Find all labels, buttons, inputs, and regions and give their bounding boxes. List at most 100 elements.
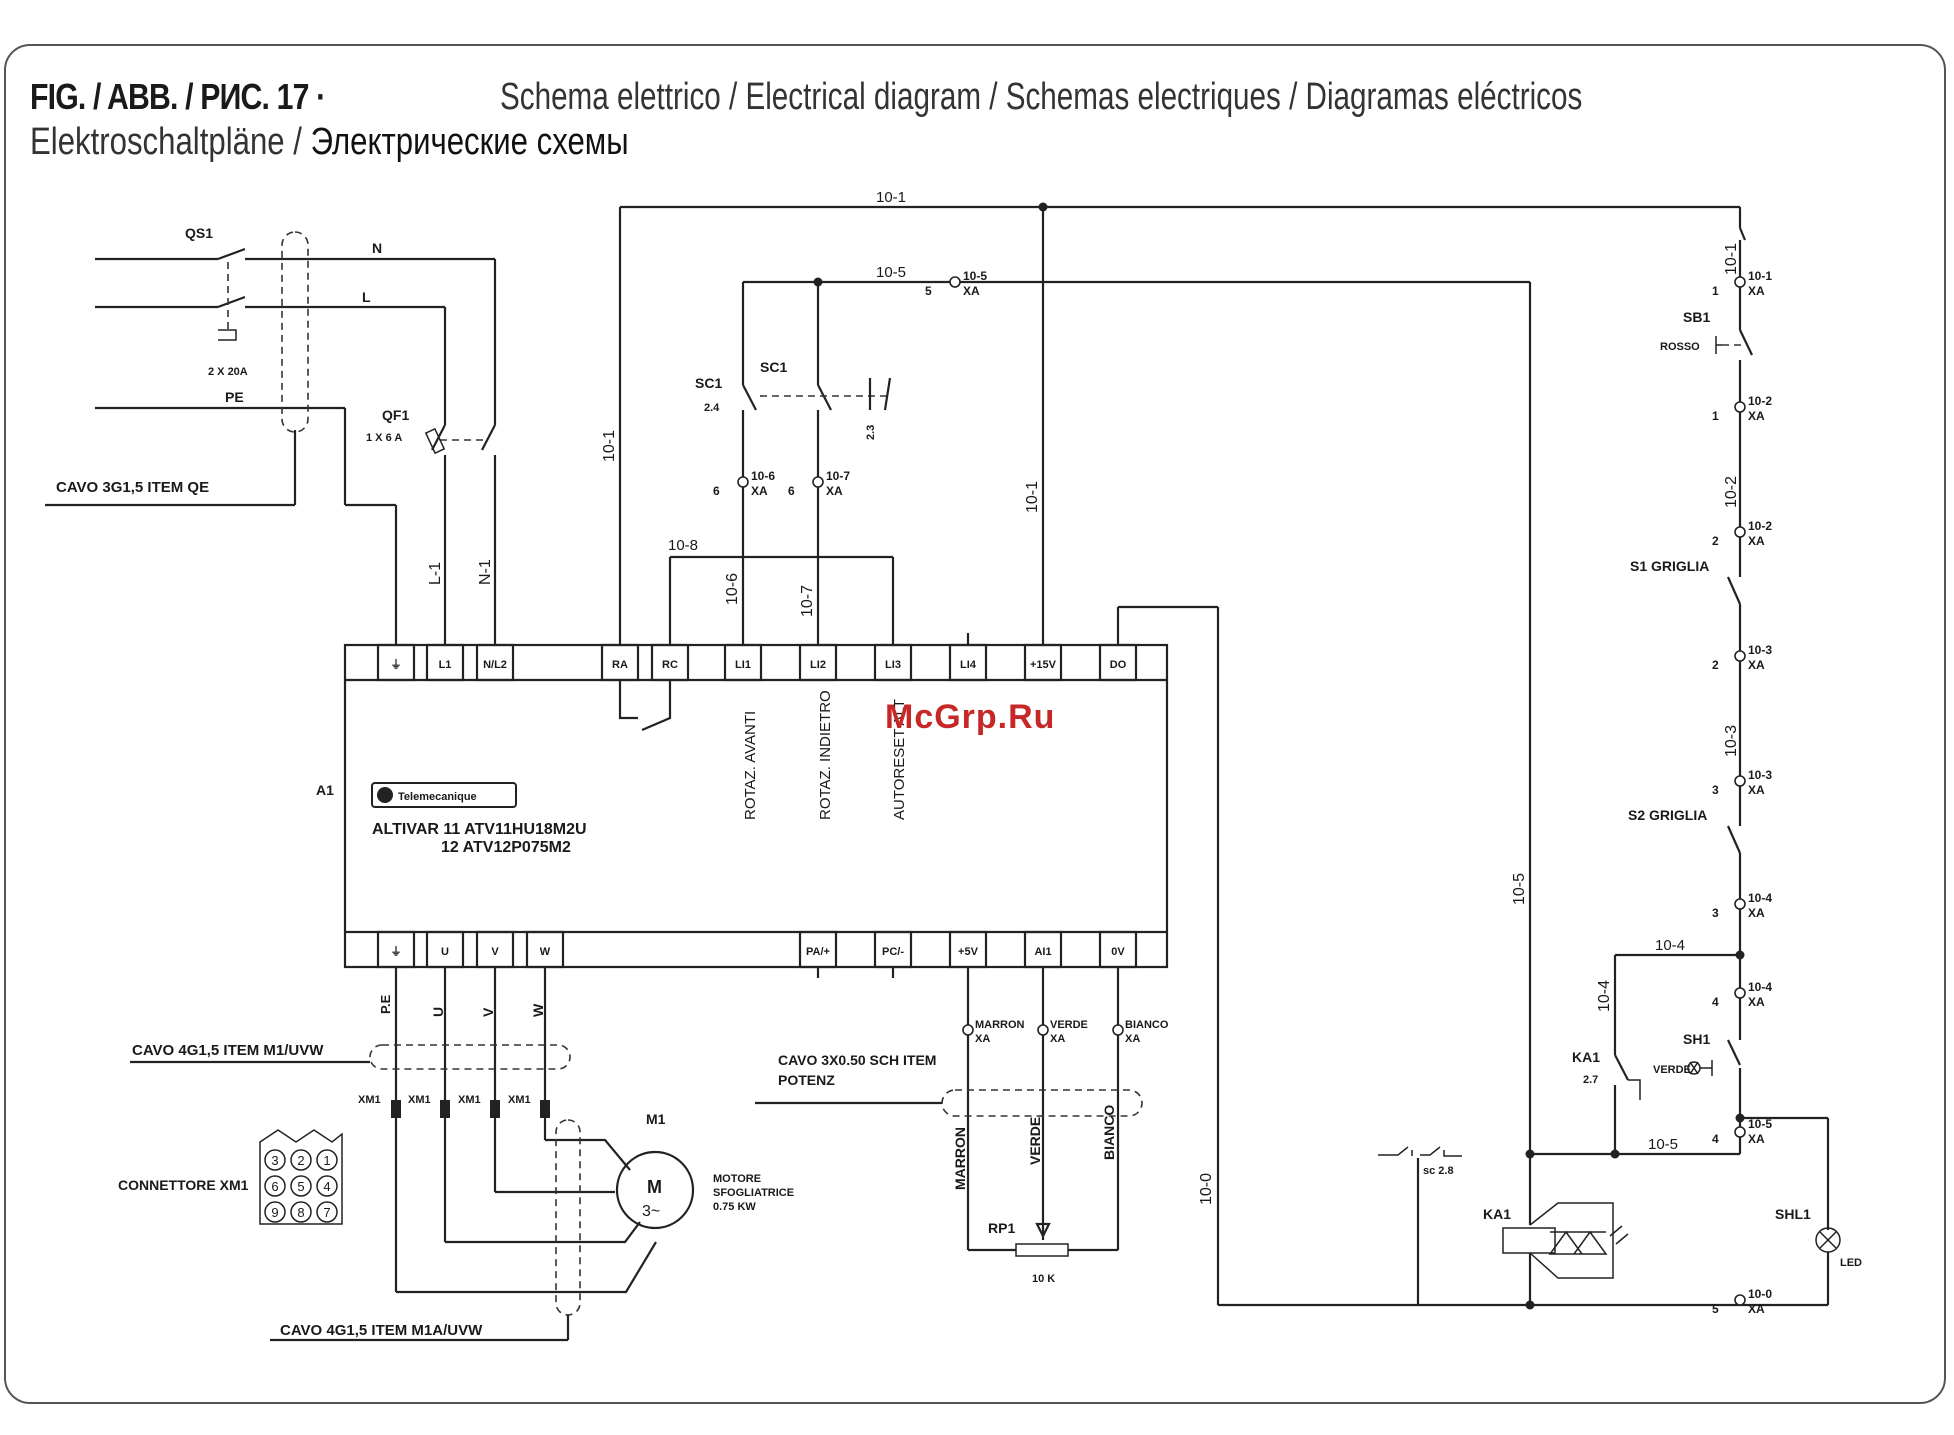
mains-supply <box>45 231 497 645</box>
sb1-color: ROSSO <box>1660 341 1700 353</box>
svg-text:10-2: 10-2 <box>1748 394 1772 408</box>
xm1-pin-circle-5 <box>290 1175 312 1197</box>
top-terminal-1: L1 <box>439 659 452 671</box>
xm1-pin-1: 1 <box>323 1153 330 1168</box>
wire-10-8: 10-8 <box>668 537 698 554</box>
motor-v-label: V <box>480 1007 496 1017</box>
bottom-terminal-2: V <box>491 946 499 958</box>
qf1-rating: 1 X 6 A <box>366 432 402 444</box>
wire-n1-label: N-1 <box>477 559 494 585</box>
xm1-pin-circle-7 <box>316 1201 338 1223</box>
marron-label: MARRON <box>975 1019 1025 1031</box>
wire-10-4-vertical: 10-4 <box>1596 980 1613 1012</box>
top-cell-10 <box>1098 643 1138 682</box>
sc1-label-a: SC1 <box>695 375 722 391</box>
terminal-tags: 10-5 XA 5 10-6 XA 6 10-7 XA 6 10-1 XA 1 … <box>713 269 1772 1316</box>
m1-label: M1 <box>646 1111 666 1127</box>
li3-function: AUTORESET ALT <box>891 699 908 820</box>
xm1-pin-4: 4 <box>323 1179 330 1194</box>
bianco-vertical: BIANCO <box>1101 1105 1117 1160</box>
cable-pot-label-1: CAVO 3X0.50 SCH ITEM <box>778 1052 936 1068</box>
svg-text:XA: XA <box>1748 906 1765 920</box>
sc1-label-b: SC1 <box>760 359 787 375</box>
cable-m1a-label: CAVO 4G1,5 ITEM M1A/UVW <box>280 1322 483 1339</box>
shl1-label: SHL1 <box>1775 1206 1811 1222</box>
a1-label: A1 <box>316 782 334 798</box>
svg-text:XA: XA <box>751 484 768 498</box>
motor-desc-2: SFOGLIATRICE <box>713 1187 794 1199</box>
sh1-color: VERDE <box>1653 1064 1691 1076</box>
xm1-pin-circle-8 <box>290 1201 312 1223</box>
svg-text:4: 4 <box>1712 1132 1719 1146</box>
wire-10-6: 10-6 <box>724 573 741 605</box>
xm1-pin-6: 6 <box>271 1179 278 1194</box>
svg-text:10-3: 10-3 <box>1748 768 1772 782</box>
bottom-terminal-7: AI1 <box>1034 946 1051 958</box>
xm1-pin-circle-3 <box>264 1149 286 1171</box>
wire-10-7: 10-7 <box>799 585 816 617</box>
xm1-pin-9: 9 <box>271 1205 278 1220</box>
svg-text:5: 5 <box>1712 1302 1719 1316</box>
xm1-w-label: XM1 <box>508 1094 531 1106</box>
svg-text:5: 5 <box>925 284 932 298</box>
sc-ref-label: sc 2.8 <box>1423 1165 1454 1177</box>
svg-text:XA: XA <box>1748 409 1765 423</box>
bottom-terminal-4: PA/+ <box>806 946 830 958</box>
subtitle-de: Elektroschaltpläne / <box>30 121 302 163</box>
xm1-pe-label: XM1 <box>358 1094 381 1106</box>
top-cell-9 <box>1023 643 1063 682</box>
motor-pe-label: P.E <box>378 994 393 1014</box>
top-cell-6 <box>798 643 838 682</box>
svg-text:6: 6 <box>788 484 795 498</box>
bottom-terminal-1: U <box>441 946 449 958</box>
s2-griglia-label: S2 GRIGLIA <box>1628 807 1707 823</box>
rp1-value: 10 K <box>1032 1273 1055 1285</box>
wire-l1-label: L-1 <box>427 562 444 585</box>
xm1-u-label: XM1 <box>408 1094 431 1106</box>
svg-text:10-0: 10-0 <box>1748 1287 1772 1301</box>
connector-xm1-label: CONNETTORE XM1 <box>118 1177 249 1193</box>
li1-function: ROTAZ. AVANTI <box>742 711 759 820</box>
xm1-pin-circle-1 <box>316 1149 338 1171</box>
motor-phase: 3~ <box>642 1203 660 1220</box>
top-cell-7 <box>873 643 913 682</box>
svg-text:2: 2 <box>1712 658 1719 672</box>
svg-text:2: 2 <box>1712 534 1719 548</box>
bottom-terminal-6: +5V <box>958 946 979 958</box>
xm1-pin-8: 8 <box>297 1205 304 1220</box>
neutral-label: N <box>372 240 382 256</box>
xm1-v-label: XM1 <box>458 1094 481 1106</box>
control-wiring <box>618 202 1841 1310</box>
verde-vertical: VERDE <box>1027 1117 1043 1165</box>
svg-text:10-5: 10-5 <box>963 269 987 283</box>
wire-10-1-left: 10-1 <box>601 430 618 462</box>
verde-xa: XA <box>1050 1033 1065 1045</box>
svg-text:XA: XA <box>1748 284 1765 298</box>
ka1-coil-label: KA1 <box>1483 1206 1511 1222</box>
top-terminal-7: LI3 <box>885 659 901 671</box>
xm1-pin-7: 7 <box>323 1205 330 1220</box>
motor-desc-1: MOTORE <box>713 1173 761 1185</box>
sh1-label: SH1 <box>1683 1031 1710 1047</box>
svg-text:10-6: 10-6 <box>751 469 775 483</box>
wire-10-3-right: 10-3 <box>1723 725 1740 757</box>
wire-10-5-bottom: 10-5 <box>1648 1136 1678 1153</box>
bottom-terminal-0: ⏚ <box>391 945 402 958</box>
svg-text:10-4: 10-4 <box>1748 980 1772 994</box>
top-cell-2 <box>475 643 515 682</box>
xm1-pin-2: 2 <box>297 1153 304 1168</box>
svg-text:10-1: 10-1 <box>1748 269 1772 283</box>
svg-text:XA: XA <box>1748 995 1765 1009</box>
diagram-title: Schema elettrico / Electrical diagram / … <box>500 76 1583 118</box>
svg-text:XA: XA <box>826 484 843 498</box>
motor-letter: M <box>647 1177 662 1197</box>
motor-u-label: U <box>430 1007 446 1017</box>
sc1-ref-a: 2.4 <box>704 402 720 414</box>
wire-10-1-top: 10-1 <box>876 189 906 206</box>
figure-number: FIG. / ABB. / РИС. 17 · <box>30 76 326 117</box>
marron-vertical: MARRON <box>952 1127 968 1190</box>
xm1-pin-3: 3 <box>271 1153 278 1168</box>
svg-text:10-7: 10-7 <box>826 469 850 483</box>
led-label: LED <box>1840 1257 1862 1269</box>
